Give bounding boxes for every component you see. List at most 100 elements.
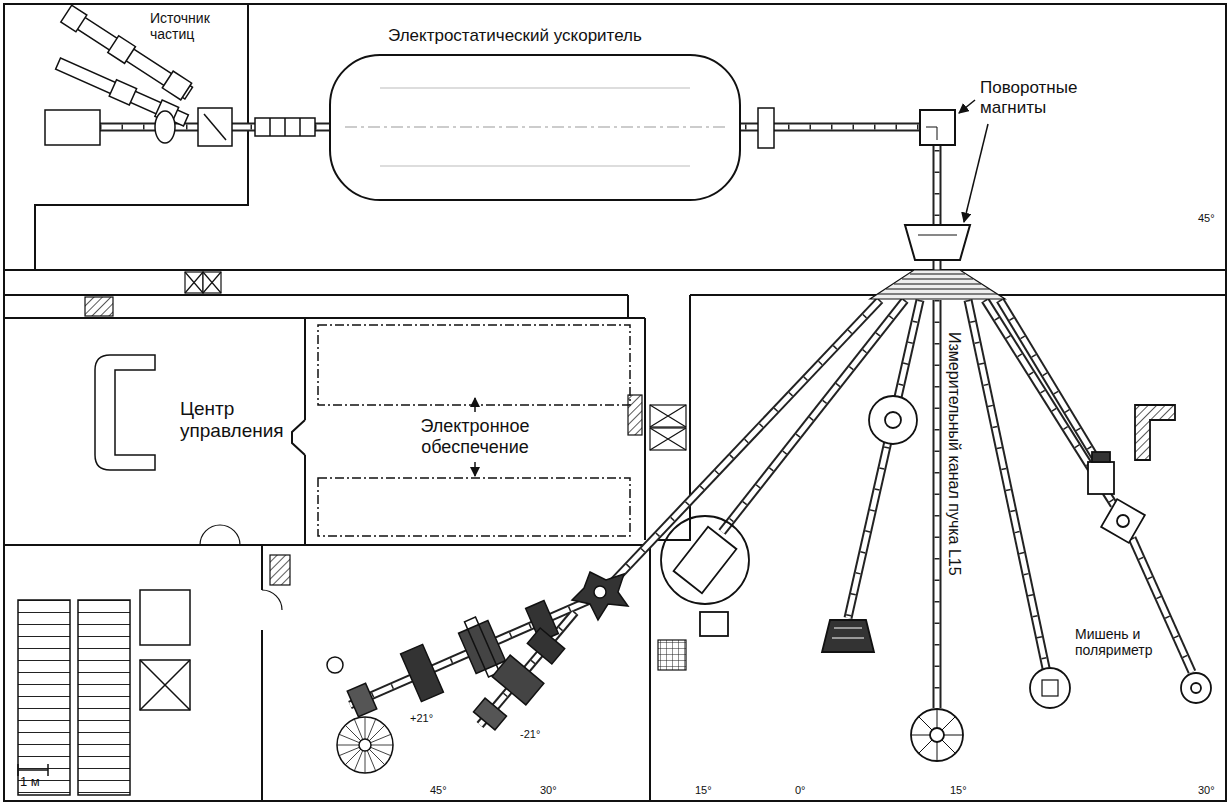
accelerator-tank	[380, 166, 690, 167]
building-walls	[644, 318, 646, 540]
bending-magnet	[905, 225, 970, 260]
bending-magnet	[918, 235, 957, 236]
experiment-station	[822, 620, 874, 652]
room-furniture	[140, 660, 190, 710]
spectrometer-complex	[347, 683, 377, 717]
spectrometer-complex	[527, 628, 564, 664]
wall-fittings	[85, 297, 113, 316]
room-furniture	[18, 325, 630, 795]
wall-fittings	[85, 272, 686, 670]
beamline-tubes	[100, 127, 1192, 725]
angle-label: 0°	[795, 784, 806, 797]
beamline-tubes	[935, 300, 940, 708]
beamline-tubes	[350, 600, 590, 705]
experiment-station	[911, 709, 963, 761]
room-label: Центр управления	[180, 398, 298, 442]
room-furniture	[140, 590, 190, 645]
beamline-tubes	[848, 300, 920, 618]
experiment-station	[911, 709, 963, 761]
experiment-station	[1030, 668, 1070, 708]
angle-label: 45°	[430, 784, 447, 797]
switching-magnet	[878, 274, 997, 294]
wall-fittings	[185, 272, 203, 293]
wall-fittings	[270, 555, 290, 585]
room-furniture	[18, 600, 70, 795]
room-furniture	[140, 660, 190, 710]
building-walls	[261, 545, 263, 590]
experiment-station	[1181, 673, 1211, 703]
bending-magnet	[905, 100, 988, 260]
source-label: Источник частиц	[150, 10, 228, 42]
angle-label: 45°	[1198, 212, 1215, 225]
angle-label: 30°	[540, 784, 557, 797]
particle-source	[45, 110, 100, 145]
particle-source	[270, 118, 300, 136]
room-furniture	[474, 398, 476, 412]
building-walls	[261, 630, 263, 801]
building-walls	[4, 544, 645, 546]
beamline-tubes	[1000, 300, 1098, 462]
spectrometer-complex	[337, 717, 393, 773]
experiment-station	[674, 527, 737, 593]
particle-source	[162, 71, 191, 100]
magnet-label: Поворотные магниты	[980, 78, 1100, 117]
building-walls	[292, 420, 305, 455]
spectrometer-complex	[594, 586, 606, 598]
beamline-label: Измерительный канал пучка L15	[945, 332, 963, 576]
experiment-station	[1101, 499, 1145, 543]
room-furniture	[318, 478, 630, 536]
beamline-tubes	[350, 600, 590, 705]
spectrometer-complex	[347, 683, 377, 717]
angle-label: -21°	[520, 728, 540, 741]
particle-source	[45, 5, 315, 146]
wall-fittings	[650, 405, 686, 427]
spectrometer-complex	[401, 644, 444, 701]
experiment-station	[661, 396, 1211, 761]
spectrometer-complex	[359, 739, 371, 751]
switching-magnet	[870, 270, 1005, 299]
accelerator-tank	[345, 127, 725, 128]
particle-source	[204, 114, 226, 140]
building-walls	[4, 4, 1226, 801]
building-walls	[4, 269, 1226, 271]
experiment-station	[1191, 683, 1201, 693]
experiment-station	[1092, 452, 1110, 462]
building-walls	[4, 294, 628, 296]
accelerator-tank	[380, 88, 690, 89]
accelerator-tank	[758, 108, 774, 148]
wall-fittings	[658, 640, 686, 670]
experiment-station	[885, 412, 901, 428]
angle-label: +21°	[410, 712, 433, 725]
spectrometer-complex	[492, 655, 544, 705]
experiment-station	[1117, 515, 1129, 527]
beamline-tubes	[985, 300, 1114, 505]
beamline-tubes	[100, 127, 1192, 725]
building-walls	[4, 4, 1226, 801]
room-furniture	[78, 600, 130, 795]
experiment-station	[700, 612, 728, 636]
spectrometer-complex	[473, 698, 506, 730]
experiment-station	[1135, 405, 1175, 460]
experiment-station	[1088, 462, 1114, 494]
scale-label: 1 м	[20, 775, 40, 790]
particle-source	[61, 5, 87, 32]
room-furniture	[318, 325, 630, 405]
wall-fittings	[203, 272, 221, 293]
wall-fittings	[650, 428, 686, 450]
experiment-station	[1042, 680, 1058, 696]
beamline-tubes	[848, 300, 920, 618]
angle-label: 15°	[695, 784, 712, 797]
bending-magnet	[920, 110, 955, 145]
room-furniture	[95, 355, 155, 470]
experiment-station	[869, 396, 917, 444]
beamline-tubes	[1000, 300, 1098, 462]
spectrometer-complex	[459, 620, 506, 673]
wall-fittings	[185, 272, 203, 293]
beamline-tubes	[933, 300, 942, 708]
building-walls	[4, 317, 645, 319]
spectrometer-complex	[527, 628, 564, 664]
beamline-tubes	[100, 127, 1192, 725]
experiment-station	[930, 728, 944, 742]
accelerator-tank	[330, 55, 774, 200]
